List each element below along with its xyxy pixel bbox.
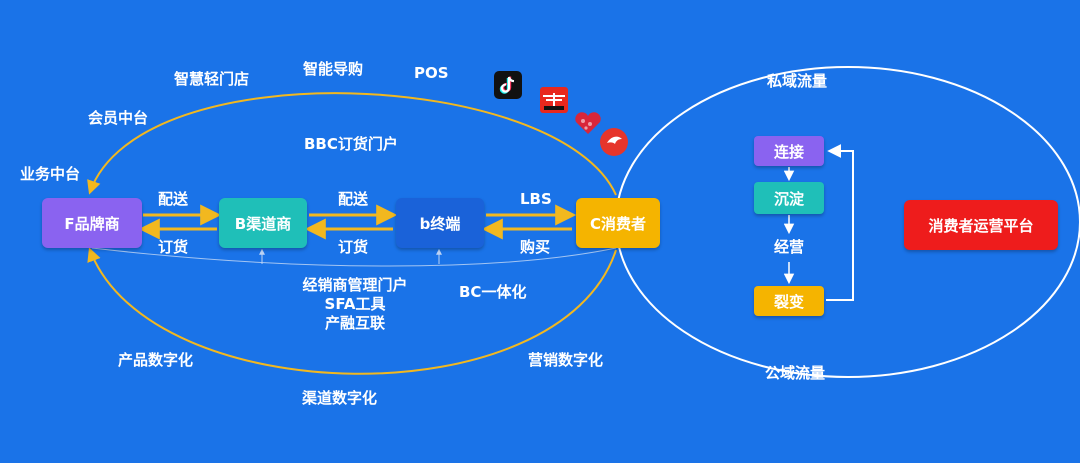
step-fission: 裂变: [754, 286, 824, 316]
bottom-arc: [87, 247, 617, 375]
douyin-icon: [494, 71, 522, 99]
private-domain-title: 私域流量: [767, 72, 828, 90]
deliver1-label: 配送: [158, 190, 189, 208]
step-connect: 连接: [754, 136, 824, 166]
heart-icon: [573, 110, 603, 136]
member-center-label: 会员中台: [88, 109, 149, 127]
deliver2-label: 配送: [338, 190, 369, 208]
step-settle: 沉淀: [754, 182, 824, 214]
order1-label: 订货: [158, 238, 189, 256]
tool-dealer-portal: 经销商管理门户: [302, 276, 408, 294]
marketing-digital-label: 营销数字化: [528, 351, 604, 369]
tools-stack: 经销商管理门户 SFA工具 产融互联: [290, 276, 420, 333]
consumer-node: C消费者: [576, 198, 660, 248]
top-arc: [87, 92, 617, 196]
step-operate: 经营: [774, 238, 805, 256]
inner-thin-line: [91, 247, 617, 267]
product-digital-label: 产品数字化: [118, 351, 194, 369]
smart-store-label: 智慧轻门店: [174, 70, 250, 88]
tool-sfa: SFA工具: [324, 295, 386, 313]
brand-node: F品牌商: [42, 198, 142, 248]
bbc-portal-label: BBC订货门户: [304, 135, 398, 153]
channel-digital-label: 渠道数字化: [302, 389, 378, 407]
business-center-label: 业务中台: [20, 165, 81, 183]
channel-node: B渠道商: [219, 198, 307, 248]
smart-guide-label: 智能导购: [303, 60, 364, 78]
tool-finance-link: 产融互联: [324, 314, 385, 332]
public-domain-title: 公域流量: [765, 364, 826, 382]
bc-label: BC一体化: [459, 283, 527, 301]
loop-arrow: [826, 144, 854, 301]
platform-node: 消费者运营平台: [904, 200, 1058, 250]
tmall-icon: [540, 87, 568, 113]
lbs-label: LBS: [520, 190, 552, 208]
buy-label: 购买: [520, 238, 551, 256]
pos-label: POS: [414, 64, 449, 82]
order2-label: 订货: [338, 238, 369, 256]
terminal-node: b终端: [396, 198, 484, 248]
bird-icon: [600, 128, 628, 156]
